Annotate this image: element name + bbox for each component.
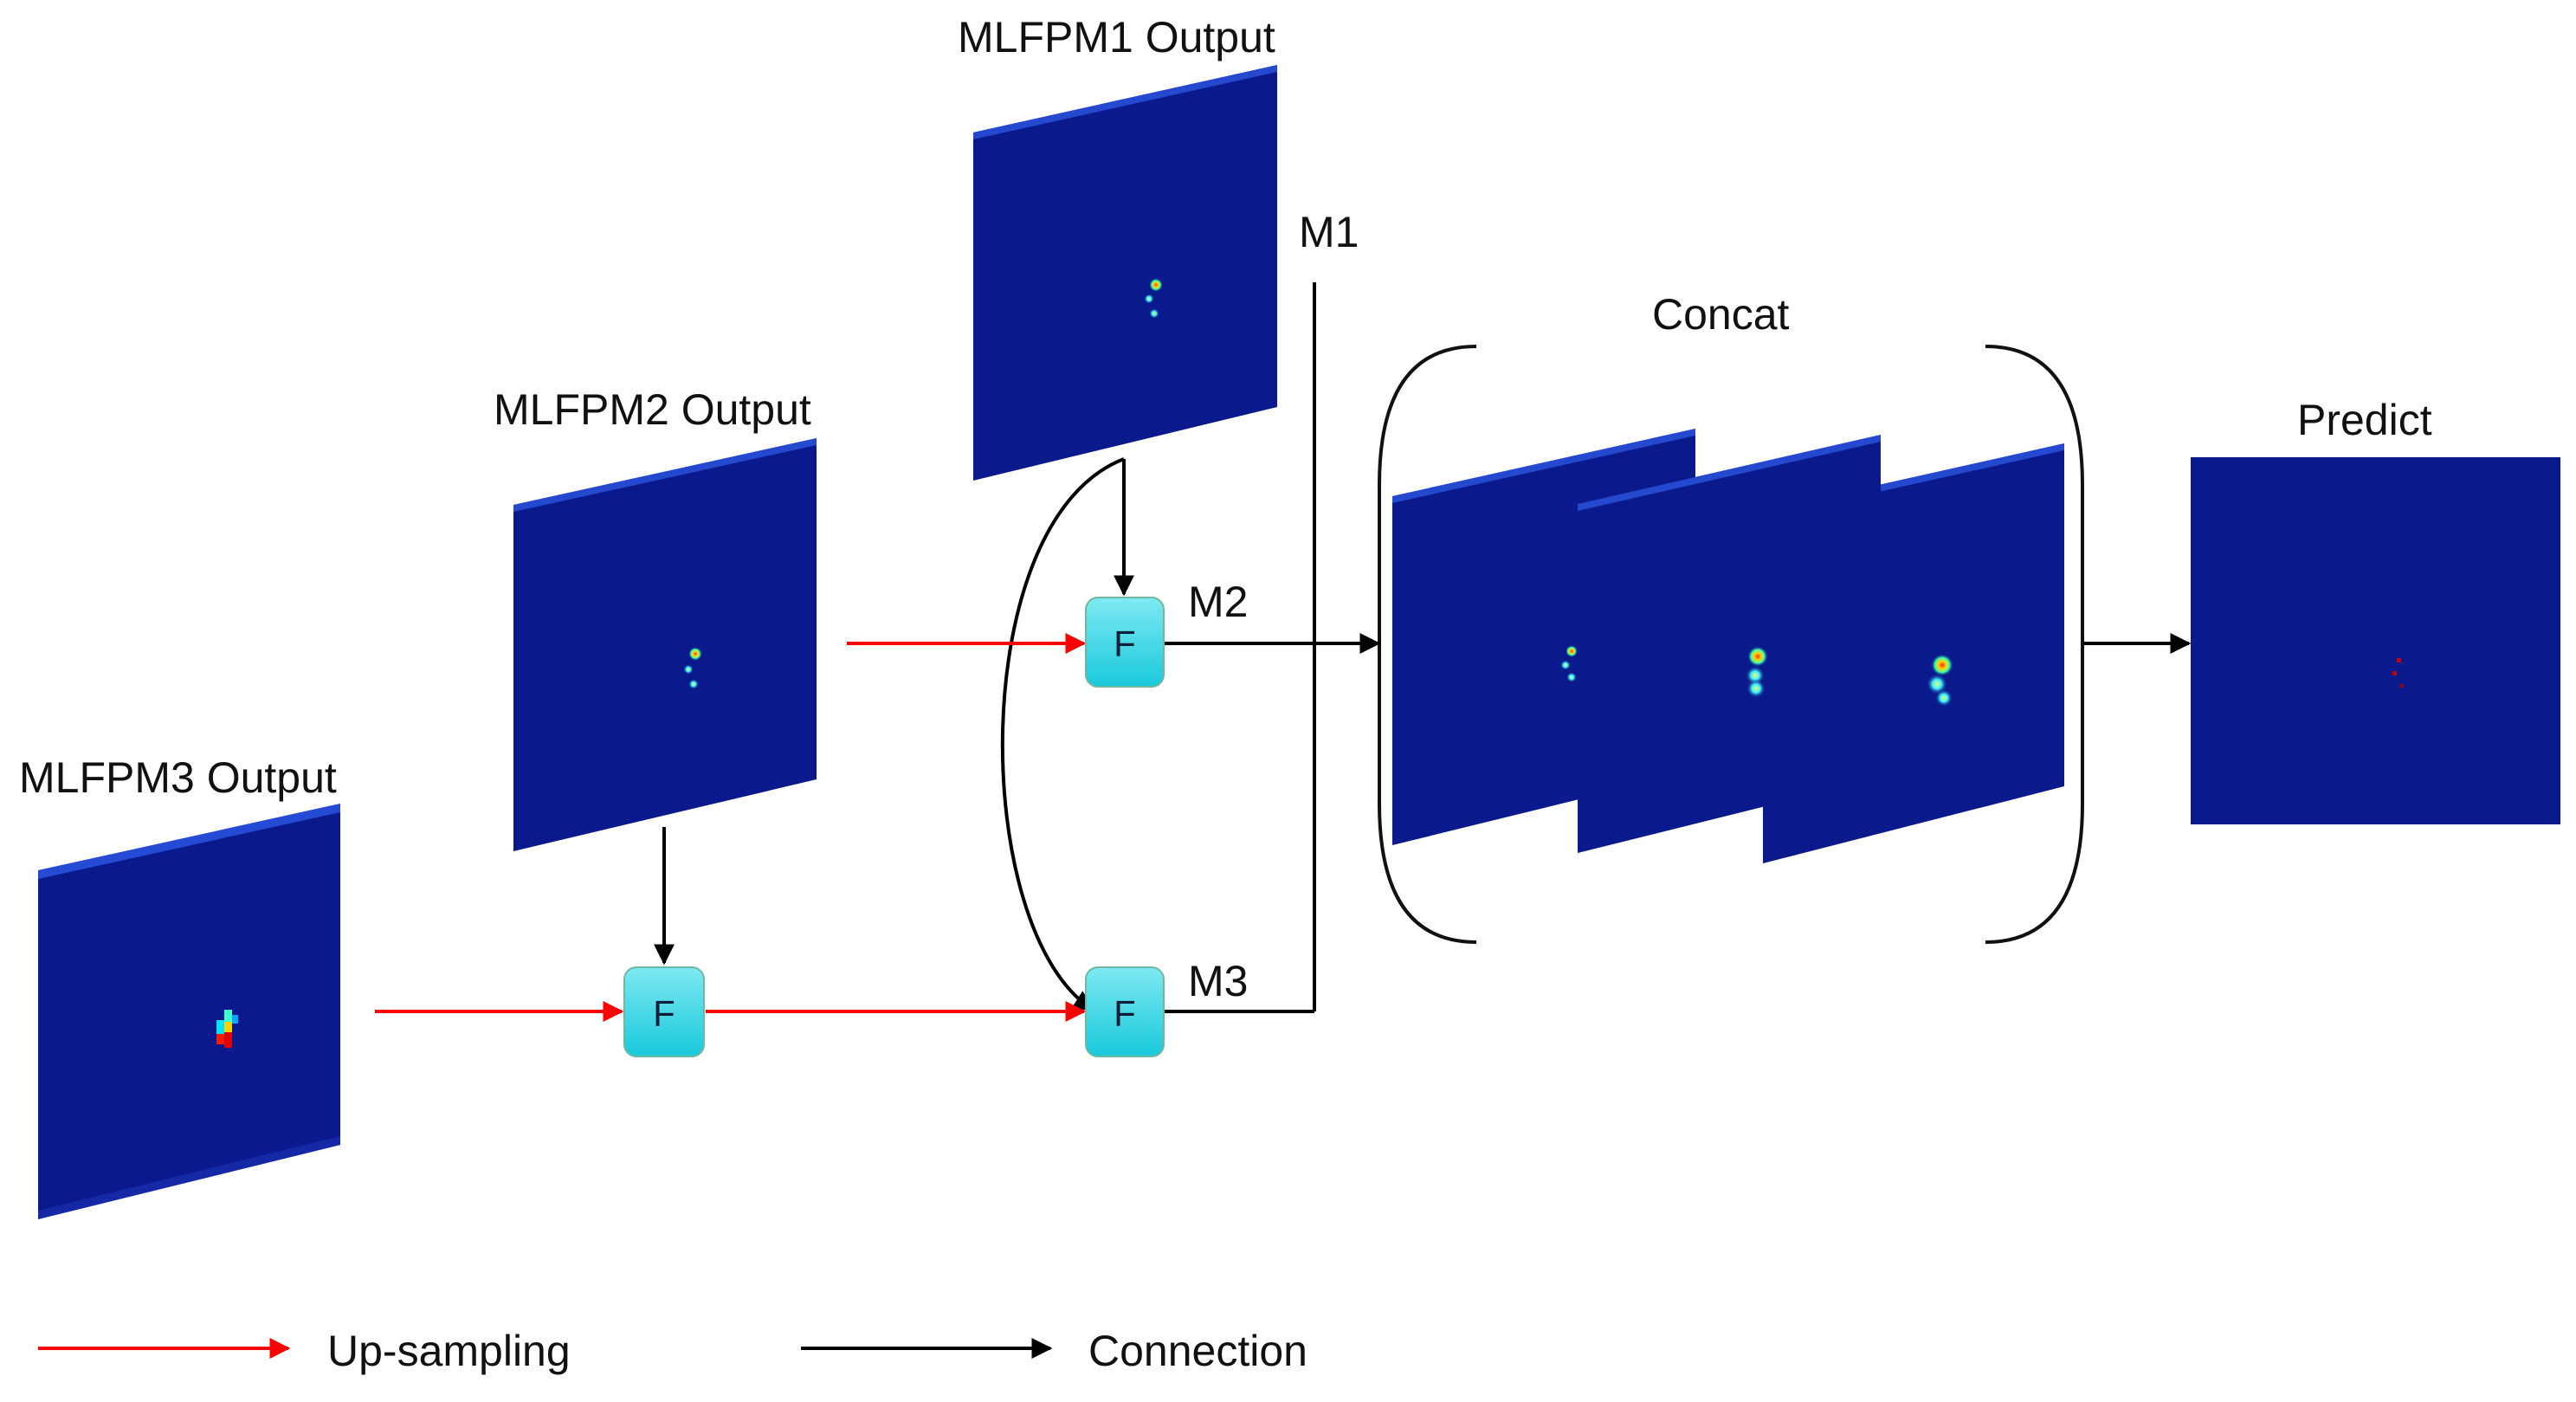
m1-label: M1 — [1299, 208, 1359, 256]
legend: Up-sampling Connection — [38, 1327, 1307, 1375]
connection-curve-mlfpm1-to-bottom-fuse — [1000, 457, 1125, 1011]
fusion-block-top-label: F — [1114, 623, 1136, 664]
mlfpm3-output-label: MLFPM3 Output — [19, 753, 337, 802]
fusion-block-left-label: F — [653, 993, 675, 1034]
mlfpm2-feature-map — [513, 438, 817, 851]
m2-label: M2 — [1188, 578, 1248, 626]
mlfpm2-output-label: MLFPM2 Output — [494, 385, 811, 434]
mlfpm1-output-label: MLFPM1 Output — [958, 13, 1275, 61]
concat-map-2 — [1578, 435, 1881, 853]
legend-upsampling-label: Up-sampling — [327, 1327, 571, 1375]
concat-feature-maps — [1392, 429, 2064, 863]
fusion-block-left: F — [623, 966, 705, 1057]
legend-connection-label: Connection — [1088, 1327, 1307, 1375]
m3-label: M3 — [1188, 957, 1248, 1005]
fusion-block-top: F — [1085, 597, 1165, 688]
concat-label: Concat — [1652, 290, 1790, 339]
predict-feature-map — [2191, 457, 2560, 824]
predict-label: Predict — [2297, 396, 2432, 444]
fusion-block-bottom-label: F — [1114, 993, 1136, 1034]
fusion-block-bottom: F — [1085, 966, 1165, 1057]
mlfpm3-feature-map — [38, 804, 340, 1219]
mlfpm1-feature-map — [973, 65, 1277, 481]
